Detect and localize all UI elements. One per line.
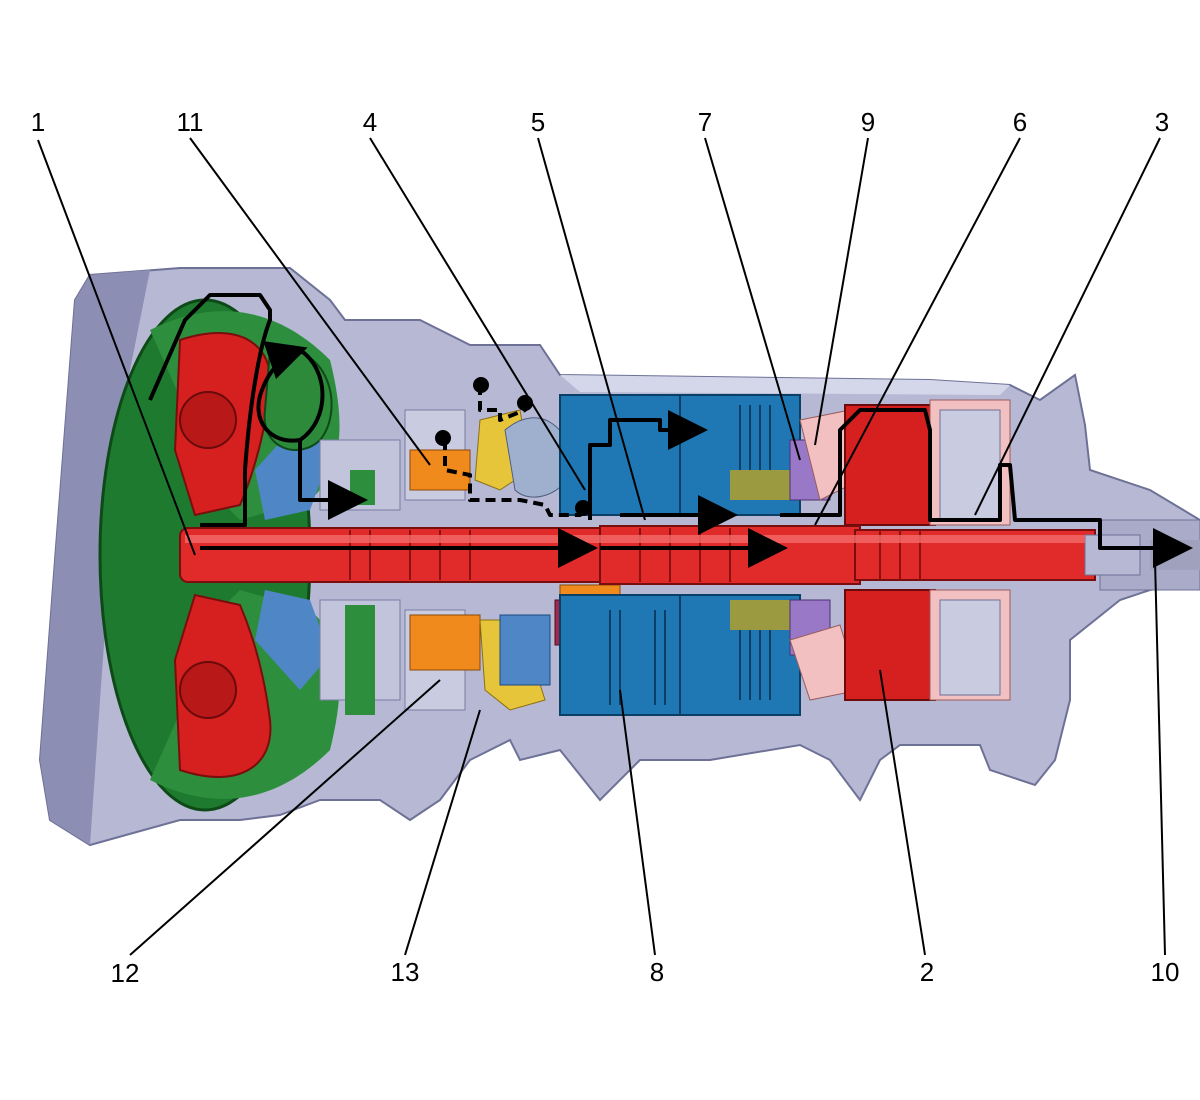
olive-backing-plate-upper — [730, 470, 800, 500]
leader-line-13 — [404, 709, 481, 956]
clutch-pack-a-upper — [559, 394, 681, 516]
callout-label-3: 3 — [1154, 107, 1170, 137]
callout-label-2: 2 — [919, 957, 935, 987]
power-flow-dashed-lower — [443, 440, 582, 517]
callout-label-1: 1 — [30, 107, 46, 137]
flow-node-3 — [435, 430, 451, 446]
leader-line-5 — [537, 137, 646, 521]
turbine-bolt-upper — [179, 391, 237, 449]
callout-label-10: 10 — [1150, 957, 1180, 987]
callout-label-8: 8 — [649, 957, 665, 987]
pump-gear-green-lower — [345, 605, 375, 715]
leader-line-1 — [37, 139, 196, 556]
flow-node-1 — [473, 377, 489, 393]
housing-top-highlight — [560, 375, 1010, 395]
callout-label-4: 4 — [362, 107, 378, 137]
main-shaft — [179, 525, 1141, 585]
callout-label-9: 9 — [860, 107, 876, 137]
leader-line-9 — [814, 137, 869, 446]
turbine-bolt-lower — [179, 661, 237, 719]
callout-label-7: 7 — [697, 107, 713, 137]
callout-label-6: 6 — [1012, 107, 1028, 137]
leader-line-7 — [704, 137, 801, 461]
leader-line-12 — [129, 679, 441, 956]
power-flow — [148, 293, 1193, 568]
stator-lower — [255, 590, 330, 690]
shaft-highlight — [185, 535, 1085, 543]
callout-label-11: 11 — [176, 107, 204, 137]
power-flow-converter-circle — [256, 341, 325, 443]
leader-line-2 — [879, 669, 926, 956]
leader-line-8 — [619, 689, 656, 956]
rear-red-drum-upper — [844, 404, 936, 526]
leader-line-4 — [369, 137, 586, 491]
power-flow-upper-route — [588, 410, 708, 520]
orange-hub-lower — [409, 614, 481, 671]
housing-shadow — [40, 270, 150, 845]
clutch-packs — [559, 394, 801, 716]
orange-hub-upper — [409, 449, 471, 491]
olive-backing-plate-lower — [730, 600, 800, 630]
flow-node-4 — [575, 500, 591, 516]
leader-lines — [37, 137, 1166, 956]
output-flange — [1150, 540, 1200, 570]
leader-line-10 — [1154, 559, 1166, 956]
rear-red-drum-lower — [844, 589, 936, 701]
callout-label-13: 13 — [390, 957, 420, 987]
leader-line-6 — [814, 137, 1021, 526]
rear-planetary — [844, 399, 1011, 701]
output-shaft-tip — [1084, 534, 1141, 576]
leader-line-11 — [189, 137, 431, 466]
blue-gear-lower — [499, 614, 551, 686]
power-flow-rear — [780, 408, 1193, 568]
power-flow-converter-loop — [148, 293, 272, 527]
callout-label-5: 5 — [530, 107, 546, 137]
output-gear-upper — [939, 409, 1001, 521]
power-flow-pump — [298, 440, 368, 520]
callout-label-12: 12 — [110, 958, 140, 988]
leader-line-3 — [974, 137, 1161, 516]
output-gear-lower — [939, 599, 1001, 696]
